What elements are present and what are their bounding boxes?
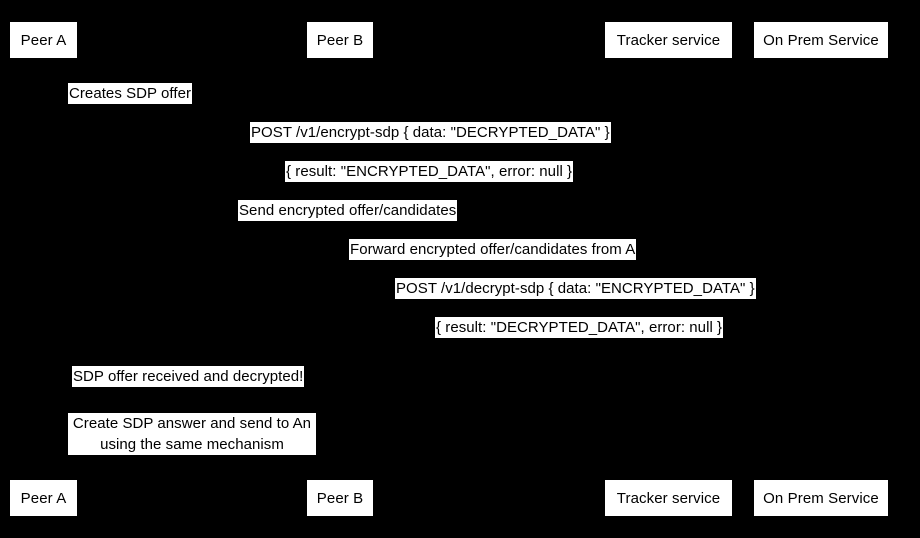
participant-tracker-service-top[interactable]: Tracker service [605, 22, 732, 58]
participant-label: On Prem Service [763, 489, 879, 507]
arrow-forward-encrypted-offer [340, 260, 668, 261]
participant-tracker-service-bottom[interactable]: Tracker service [605, 480, 732, 516]
arrow-send-encrypted-offer [43, 221, 668, 222]
message-label-creates-sdp-offer: Creates SDP offer [68, 83, 193, 104]
participant-label: Peer B [316, 489, 364, 507]
participant-peer-a-bottom[interactable]: Peer A [10, 480, 77, 516]
lifeline-on-prem-service [821, 58, 822, 480]
participant-label: Peer A [20, 31, 67, 49]
arrow-decrypt-sdp-result [340, 338, 821, 339]
participant-on-prem-service-bottom[interactable]: On Prem Service [754, 480, 888, 516]
participant-label: Peer B [316, 31, 364, 49]
participant-label: On Prem Service [763, 31, 879, 49]
message-label-create-sdp-answer-line1: Create SDP answer and send to An [72, 415, 312, 432]
arrow-encrypt-sdp-result [43, 182, 821, 183]
arrow-post-decrypt-sdp [340, 299, 821, 300]
arrow-create-sdp-answer [43, 455, 340, 456]
message-label-post-encrypt-sdp: POST /v1/encrypt-sdp { data: "DECRYPTED_… [250, 122, 611, 143]
arrow-sdp-offer-received [43, 387, 340, 388]
lifeline-tracker-service [668, 58, 669, 480]
lifeline-peer-b [340, 58, 341, 480]
participant-peer-b-top[interactable]: Peer B [307, 22, 373, 58]
message-label-encrypt-sdp-result: { result: "ENCRYPTED_DATA", error: null … [285, 161, 574, 182]
participant-label: Peer A [20, 489, 67, 507]
participant-label: Tracker service [616, 489, 721, 507]
message-label-create-sdp-answer-line2: using the same mechanism [100, 436, 284, 453]
message-label-create-sdp-answer: Create SDP answer and send to An using t… [68, 413, 316, 455]
participant-peer-b-bottom[interactable]: Peer B [307, 480, 373, 516]
arrow-post-encrypt-sdp [43, 143, 821, 144]
participant-label: Tracker service [616, 31, 721, 49]
message-label-post-decrypt-sdp: POST /v1/decrypt-sdp { data: "ENCRYPTED_… [395, 278, 756, 299]
participant-on-prem-service-top[interactable]: On Prem Service [754, 22, 888, 58]
message-label-decrypt-sdp-result: { result: "DECRYPTED_DATA", error: null … [435, 317, 724, 338]
message-label-forward-encrypted-offer: Forward encrypted offer/candidates from … [349, 239, 637, 260]
message-label-sdp-offer-received: SDP offer received and decrypted! [72, 366, 305, 387]
participant-peer-a-top[interactable]: Peer A [10, 22, 77, 58]
lifeline-peer-a [43, 58, 44, 480]
arrow-creates-sdp-offer [43, 104, 197, 105]
message-label-send-encrypted-offer: Send encrypted offer/candidates [238, 200, 458, 221]
